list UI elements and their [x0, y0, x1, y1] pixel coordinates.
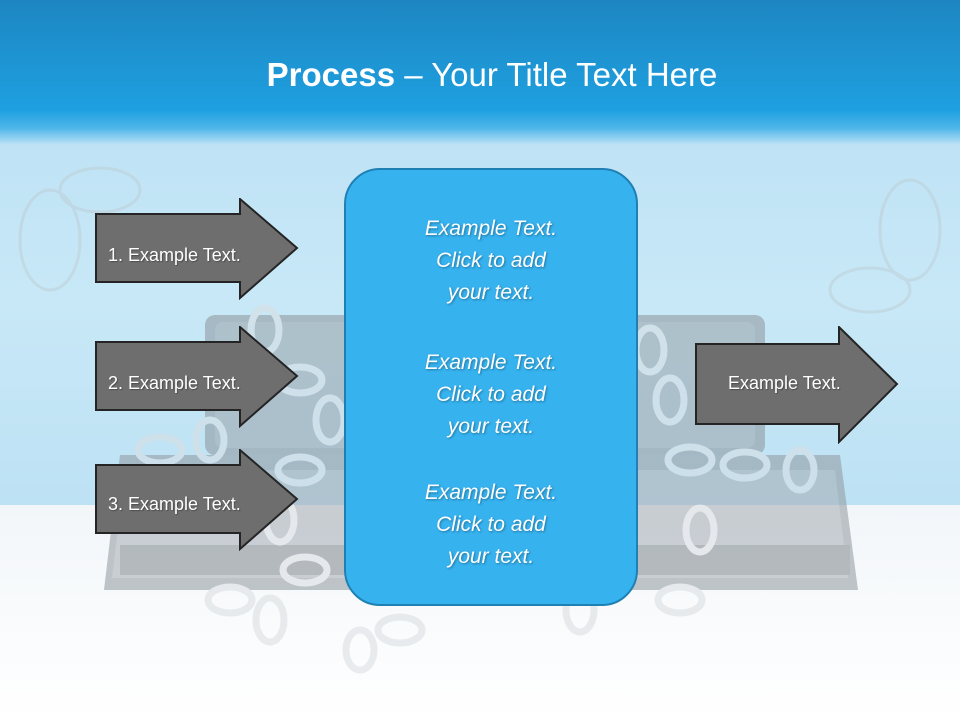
paragraph-line: Example Text. — [424, 351, 558, 374]
right-arrow-label: Example Text. — [728, 373, 841, 393]
center-paragraph-1[interactable]: Example Text. Click to add your text. — [344, 213, 638, 309]
paragraph-line: Click to add — [436, 513, 546, 536]
paragraph-line: Click to add — [436, 383, 546, 406]
arrow-shape-icon — [95, 198, 299, 300]
left-arrow-2-label: 2. Example Text. — [108, 373, 241, 393]
right-arrow[interactable]: Example Text. — [695, 326, 901, 444]
title-rest-part: – Your Title Text Here — [395, 56, 718, 93]
center-text-box[interactable] — [344, 168, 638, 606]
center-paragraph-3[interactable]: Example Text. Click to add your text. — [344, 477, 638, 573]
paragraph-line: Click to add — [436, 249, 546, 272]
paragraph-line: Example Text. — [424, 481, 558, 504]
left-arrow-3[interactable]: 3. Example Text. — [95, 449, 301, 551]
left-arrow-2[interactable]: 2. Example Text. — [95, 326, 301, 428]
slide-title[interactable]: Process – Your Title Text Here — [0, 54, 960, 96]
title-bold-part: Process — [266, 56, 396, 93]
paragraph-line: your text. — [447, 545, 535, 568]
paragraph-line: your text. — [447, 281, 535, 304]
arrow-shape-icon — [95, 326, 299, 428]
left-arrow-1-label: 1. Example Text. — [108, 245, 241, 265]
arrow-shape-icon — [695, 326, 899, 444]
paragraph-line: your text. — [447, 415, 535, 438]
left-arrow-1[interactable]: 1. Example Text. — [95, 198, 301, 300]
left-arrow-3-label: 3. Example Text. — [108, 494, 241, 514]
center-paragraph-2[interactable]: Example Text. Click to add your text. — [344, 347, 638, 443]
paragraph-line: Example Text. — [424, 217, 558, 240]
arrow-shape-icon — [95, 449, 299, 551]
